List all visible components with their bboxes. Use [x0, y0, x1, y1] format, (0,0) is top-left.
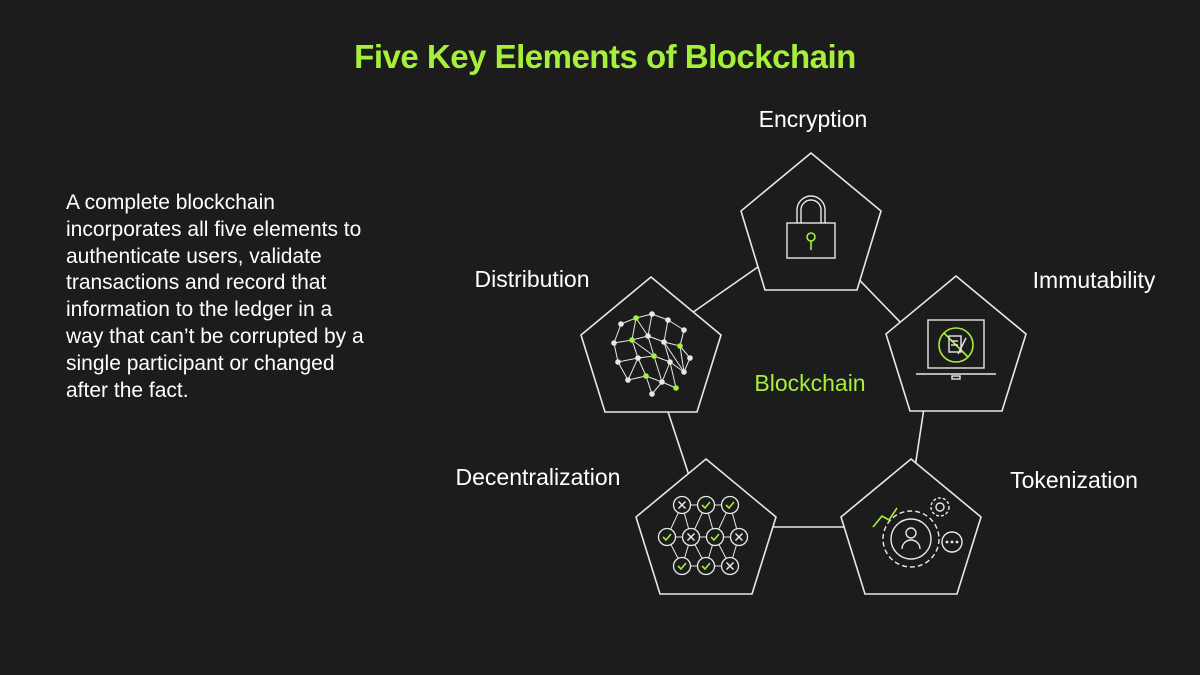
node-immutability: Immutability	[885, 267, 1156, 412]
mesh-node	[651, 353, 657, 359]
center-label: Blockchain	[754, 370, 865, 396]
description-text: A complete blockchain incorporates all f…	[66, 191, 364, 402]
gears-user-icon	[872, 497, 963, 568]
mesh-node	[681, 327, 687, 333]
mesh-link	[669, 361, 685, 373]
validation-node	[705, 527, 725, 547]
mesh-node	[687, 355, 693, 361]
mesh-node	[649, 391, 655, 397]
mesh-link	[679, 345, 685, 373]
mesh-node	[633, 315, 639, 321]
mesh-link	[617, 357, 639, 363]
mesh-link	[631, 339, 639, 359]
node-decentralization-label: Decentralization	[456, 464, 621, 490]
mesh-link	[647, 335, 665, 343]
padlock-icon	[786, 195, 836, 259]
node-distribution: Distribution	[474, 266, 722, 413]
node-tokenization-frame	[840, 457, 982, 595]
check-icon	[701, 501, 711, 510]
mesh-node	[659, 379, 665, 385]
mesh-node	[625, 377, 631, 383]
mesh-node	[618, 321, 624, 327]
cross-icon	[734, 532, 744, 542]
mesh-node	[629, 337, 635, 343]
mesh-link	[663, 341, 685, 373]
mesh-node	[611, 340, 617, 346]
cross-icon	[725, 561, 735, 571]
node-immutability-label: Immutability	[1033, 267, 1156, 293]
validation-node	[720, 495, 740, 515]
mesh-node	[635, 355, 641, 361]
check-icon	[725, 501, 735, 510]
check-icon	[710, 533, 720, 542]
mesh-link	[645, 375, 663, 383]
page-title: Five Key Elements of Blockchain	[354, 38, 856, 75]
node-distribution-label: Distribution	[474, 266, 589, 292]
laptop-no-edit-icon	[916, 319, 996, 380]
validation-node	[672, 556, 692, 576]
mesh-link	[645, 375, 653, 395]
mesh-node	[661, 339, 667, 345]
mesh-link	[647, 335, 655, 357]
node-encryption-frame	[740, 151, 882, 291]
mesh-link	[663, 319, 669, 343]
node-decentralization: Decentralization	[456, 457, 777, 595]
mesh-link	[653, 355, 671, 363]
mesh-link	[647, 313, 653, 337]
mesh-node	[643, 373, 649, 379]
mesh-node	[665, 317, 671, 323]
node-decentralization-frame	[635, 457, 777, 595]
node-encryption: Encryption	[740, 106, 882, 291]
mesh-node	[681, 369, 687, 375]
mesh-link	[613, 339, 633, 344]
node-immutability-frame	[885, 274, 1027, 412]
mesh-node	[615, 359, 621, 365]
mesh-link	[635, 317, 649, 337]
mesh-node	[677, 343, 683, 349]
mesh-node	[645, 333, 651, 339]
mesh-link	[653, 355, 663, 383]
mesh-node	[667, 359, 673, 365]
mesh-link	[613, 342, 619, 363]
mesh-link	[661, 361, 671, 383]
mesh-link	[651, 313, 669, 321]
mesh-link	[631, 317, 637, 341]
check-icon	[662, 533, 672, 542]
mesh-link	[627, 375, 647, 381]
validation-node	[657, 527, 677, 547]
mesh-link	[669, 361, 677, 389]
validation-node	[696, 556, 716, 576]
mesh-link	[631, 339, 655, 357]
mesh-link	[637, 357, 647, 377]
node-encryption-label: Encryption	[759, 106, 868, 132]
cross-icon	[686, 532, 696, 542]
mesh-link	[627, 357, 639, 381]
mesh-link	[617, 361, 629, 381]
validation-node	[696, 495, 716, 515]
mesh-link	[667, 319, 685, 331]
mesh-node	[649, 311, 655, 317]
check-icon	[701, 562, 711, 571]
check-icon	[677, 562, 687, 571]
mesh-link	[663, 341, 671, 363]
mesh-node	[673, 385, 679, 391]
node-tokenization-label: Tokenization	[1010, 467, 1138, 493]
cross-icon	[677, 500, 687, 510]
validation-grid-icon	[657, 495, 749, 576]
network-mesh-icon	[611, 311, 693, 397]
mesh-link	[613, 323, 622, 344]
node-tokenization: Tokenization	[840, 457, 1138, 595]
